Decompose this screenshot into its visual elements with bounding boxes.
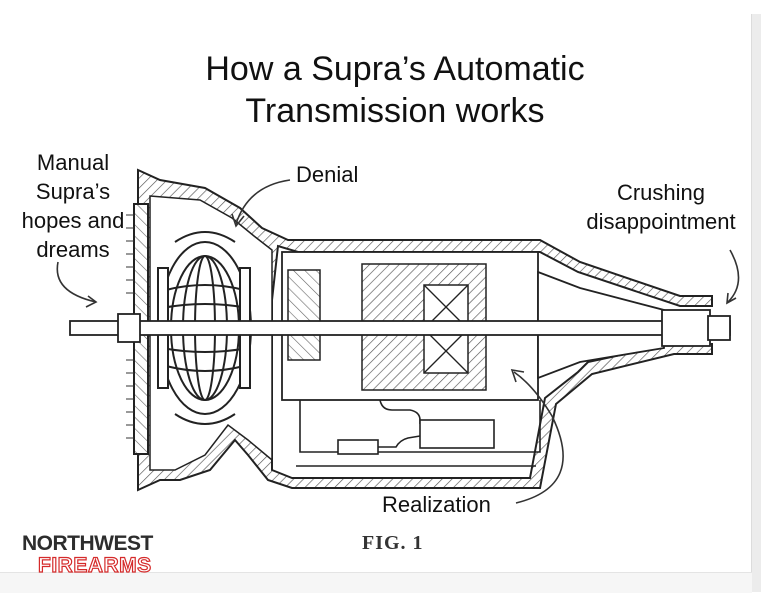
arrow-denial bbox=[235, 179, 291, 225]
annotation-arrows bbox=[56, 179, 740, 504]
gear-carrier-cross bbox=[423, 284, 469, 374]
label-crushing-disappointment: Crushing disappointment bbox=[574, 178, 748, 236]
input-coupling bbox=[117, 313, 141, 343]
figure-caption: FIG. 1 bbox=[362, 532, 424, 554]
page-edge bbox=[751, 14, 761, 592]
logo-line-northwest: NORTHWEST bbox=[22, 532, 153, 555]
label-crushing-line: disappointment bbox=[586, 209, 736, 234]
clutch-pack bbox=[287, 269, 321, 361]
arrow-realization bbox=[513, 371, 564, 504]
meme-title: How a Supra’s Automatic Transmission wor… bbox=[205, 50, 585, 130]
output-flange bbox=[707, 315, 731, 341]
main-shaft bbox=[69, 320, 731, 336]
label-manual-line: hopes and bbox=[21, 208, 125, 233]
label-manual-line: Supra’s bbox=[35, 179, 111, 204]
page-bottom-edge bbox=[0, 572, 752, 593]
label-crushing-line: Crushing bbox=[616, 180, 706, 205]
arrow-manual bbox=[56, 261, 97, 303]
arrow-crushing bbox=[727, 249, 740, 303]
valve-body bbox=[296, 399, 541, 467]
output-yoke bbox=[661, 309, 711, 347]
label-manual-line: Manual bbox=[36, 150, 110, 175]
northwest-firearms-logo: NORTHWEST FIREARMS bbox=[22, 532, 153, 578]
front-plate-teeth bbox=[126, 214, 134, 439]
label-denial: Denial bbox=[296, 162, 359, 187]
label-manual-supra: Manual Supra’s hopes and dreams bbox=[10, 148, 136, 264]
logo-line-firearms: FIREARMS bbox=[37, 554, 152, 577]
label-manual-line: dreams bbox=[36, 237, 110, 262]
label-realization: Realization bbox=[382, 492, 491, 517]
